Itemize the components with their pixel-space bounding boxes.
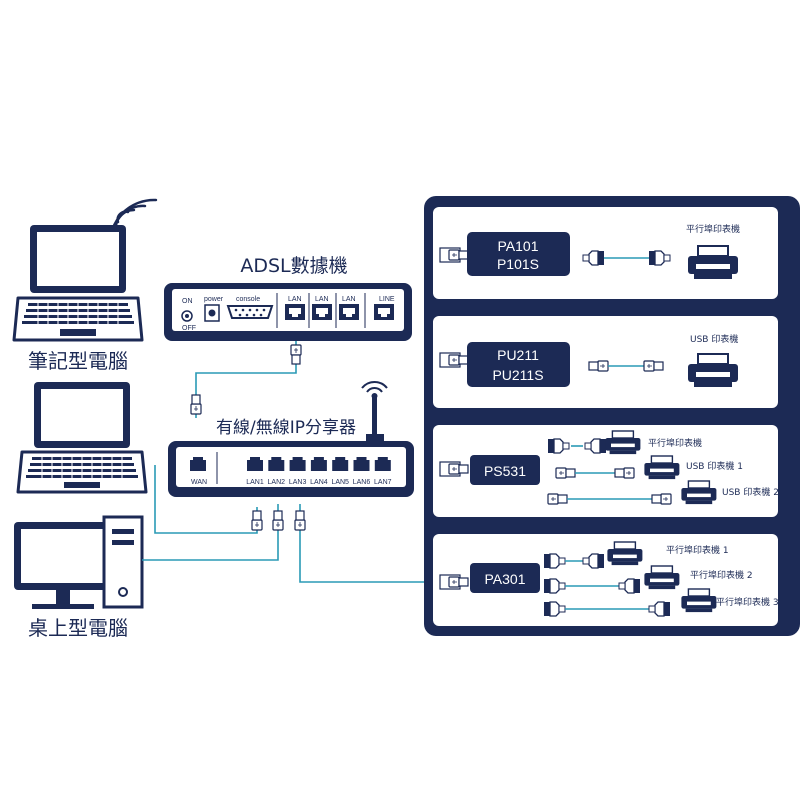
adsl-modem-title: ADSL數據機 — [240, 255, 347, 277]
router-lan-port-label: LAN2 — [268, 479, 286, 486]
svg-text:PA101: PA101 — [498, 238, 539, 254]
svg-text:平行埠印表機 1: 平行埠印表機 1 — [666, 544, 729, 556]
svg-text:平行埠印表機: 平行埠印表機 — [648, 437, 702, 449]
adsl-modem: ON OFF power console LAN LAN LAN LINE — [164, 283, 412, 341]
modem-switch-on-label: ON — [182, 298, 193, 305]
svg-text:平行埠印表機 2: 平行埠印表機 2 — [690, 569, 753, 581]
modem-switch-off-label: OFF — [182, 325, 196, 332]
router-lan-port-label: LAN3 — [289, 479, 307, 486]
modem-power-label: power — [204, 296, 224, 303]
router-lan-port-label: LAN6 — [353, 479, 371, 486]
router-title: 有線/無線IP分享器 — [216, 418, 356, 438]
router-wan-label: WAN — [191, 479, 207, 486]
modem-console-label: console — [236, 296, 260, 303]
modem-lan-label: LAN — [288, 296, 302, 303]
laptop-icon — [16, 382, 148, 494]
antenna-icon — [361, 381, 388, 442]
laptop-icon — [12, 225, 144, 342]
svg-text:PU211: PU211 — [497, 347, 539, 363]
modem-lan-label: LAN — [315, 296, 329, 303]
router-lan-port-label: LAN5 — [331, 479, 349, 486]
network-cables — [142, 341, 442, 583]
svg-text:PA301: PA301 — [485, 571, 526, 587]
svg-text:平行埠印表機: 平行埠印表機 — [686, 223, 740, 235]
print-server-panel: PA101 P101S 平行埠印表機 PU211 PU211S USB 印表機 … — [424, 196, 800, 636]
desktop-label: 桌上型電腦 — [28, 616, 128, 640]
laptop-label: 筆記型電腦 — [28, 349, 128, 373]
router-lan-port-label: LAN7 — [374, 479, 392, 486]
print-server-model-pa101 — [467, 232, 570, 276]
modem-lan-label: LAN — [342, 296, 356, 303]
svg-text:P101S: P101S — [497, 256, 539, 272]
print-server-model-pu211 — [467, 342, 570, 387]
svg-text:PU211S: PU211S — [492, 367, 543, 383]
svg-text:PS531: PS531 — [484, 463, 526, 479]
svg-text:USB 印表機: USB 印表機 — [690, 333, 738, 345]
print-server-model-ps531 — [470, 455, 540, 485]
svg-text:USB 印表機 2: USB 印表機 2 — [722, 486, 779, 498]
svg-text:平行埠印表機 3: 平行埠印表機 3 — [716, 596, 779, 608]
router-lan-port-label: LAN1 — [246, 479, 264, 486]
router-lan-port-label: LAN4 — [310, 479, 328, 486]
modem-line-label: LINE — [379, 296, 395, 303]
svg-text:USB 印表機 1: USB 印表機 1 — [686, 460, 743, 472]
print-server-model-pa301 — [470, 563, 540, 593]
desktop-computer-icon — [14, 515, 144, 609]
